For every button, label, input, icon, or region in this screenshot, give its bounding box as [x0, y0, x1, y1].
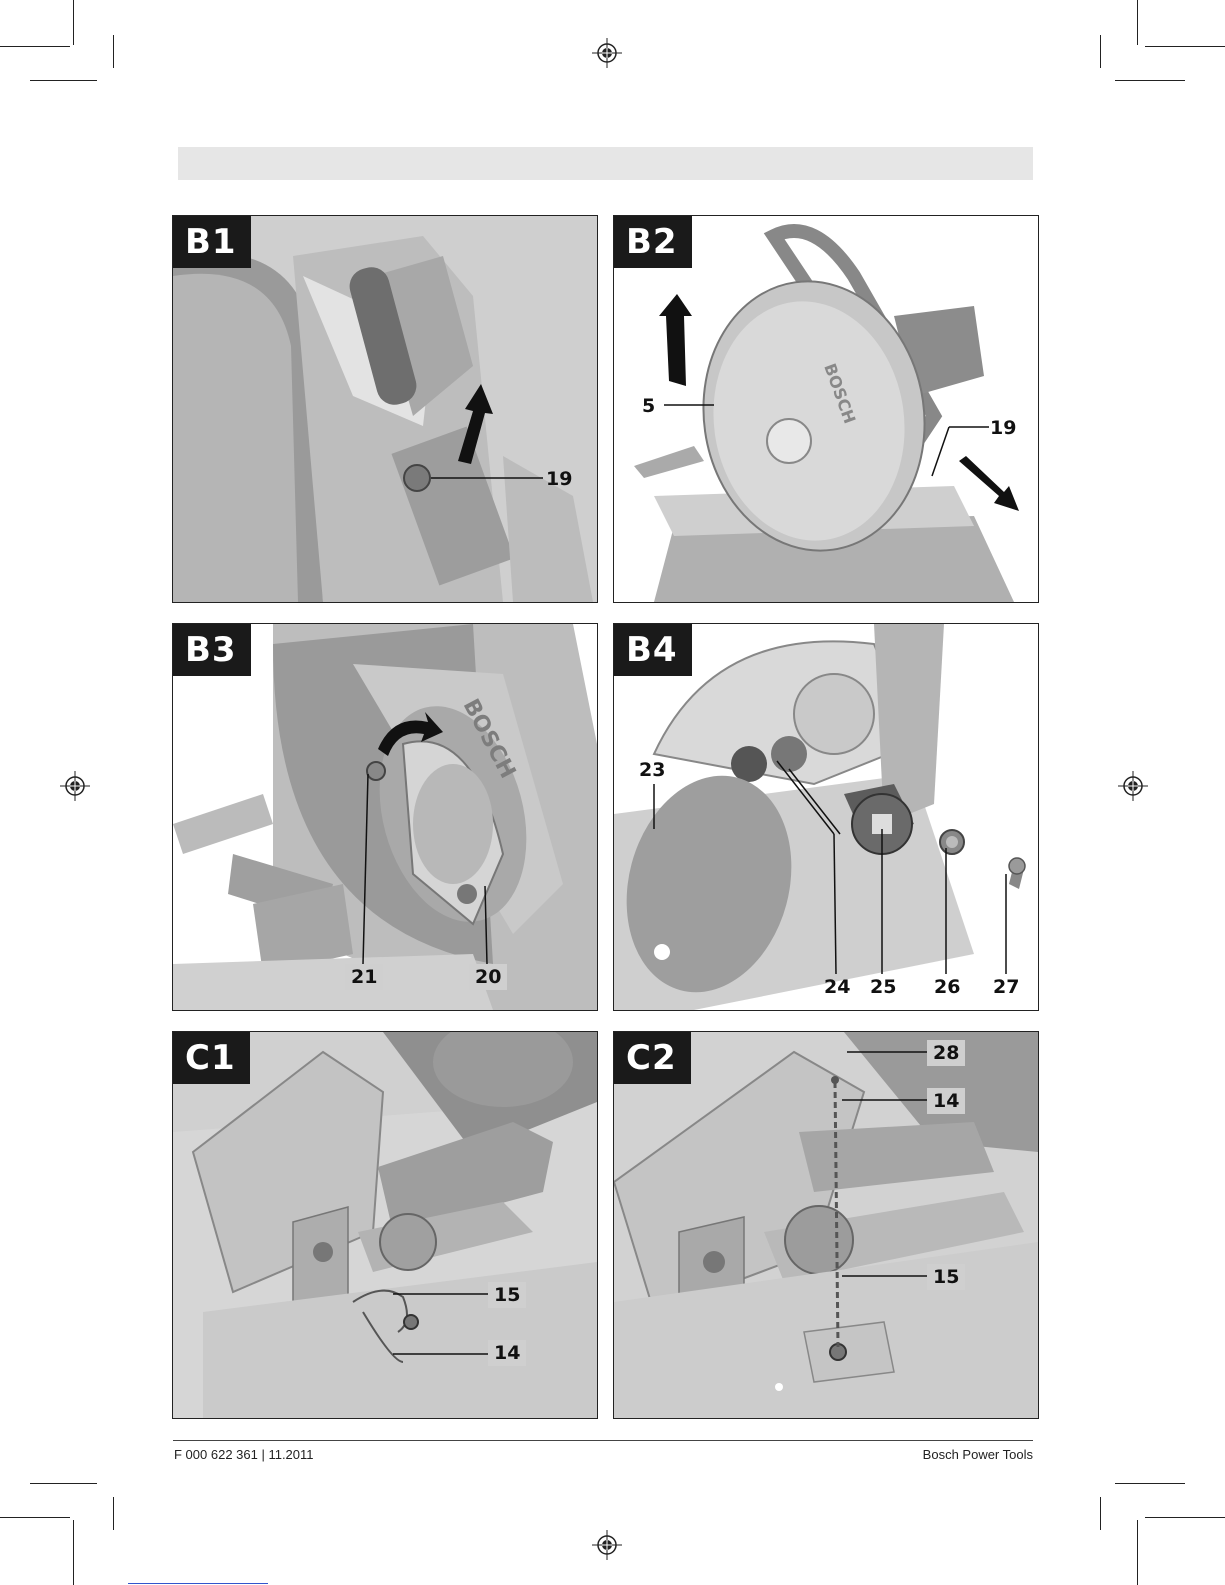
callout-26: 26 [934, 976, 960, 998]
figure-panel-b1: B1 19 [172, 215, 598, 603]
figure-panel-b2: BOSCH B2 5 19 [613, 215, 1039, 603]
callout-21: 21 [345, 964, 383, 990]
registration-mark-icon [592, 38, 622, 68]
panel-label: C1 [173, 1032, 250, 1084]
crop-mark [30, 80, 97, 81]
callout-14: 14 [927, 1088, 965, 1114]
callout-20: 20 [469, 964, 507, 990]
c1-illustration [173, 1032, 597, 1418]
crop-mark [1100, 1497, 1101, 1530]
crop-mark [30, 1483, 97, 1484]
crop-mark [1137, 0, 1138, 45]
footer-rule [173, 1440, 1033, 1441]
callout-19: 19 [546, 468, 572, 490]
crop-mark [0, 1517, 70, 1518]
panel-label: B2 [614, 216, 692, 268]
b3-illustration: BOSCH [173, 624, 597, 1010]
crop-mark [1145, 46, 1225, 47]
crop-mark [1115, 80, 1185, 81]
footer-brand: Bosch Power Tools [923, 1447, 1033, 1462]
callout-28: 28 [927, 1040, 965, 1066]
callout-14: 14 [488, 1340, 526, 1366]
figure-panel-c1: C1 15 14 [172, 1031, 598, 1419]
callout-19: 19 [990, 417, 1016, 439]
crop-mark [73, 0, 74, 45]
panel-label: B1 [173, 216, 251, 268]
link-underline [128, 1583, 268, 1584]
callout-24: 24 [824, 976, 850, 998]
callout-15: 15 [927, 1264, 965, 1290]
crop-mark [0, 46, 70, 47]
b4-illustration [614, 624, 1038, 1010]
crop-mark [1145, 1517, 1225, 1518]
callout-27: 27 [993, 976, 1019, 998]
c2-illustration [614, 1032, 1038, 1418]
b2-illustration: BOSCH [614, 216, 1038, 602]
crop-mark [113, 35, 114, 68]
registration-mark-icon [1118, 771, 1148, 801]
crop-mark [1137, 1520, 1138, 1585]
callout-15: 15 [488, 1282, 526, 1308]
footer-doc-number: F 000 622 361 | 11.2011 [174, 1447, 314, 1462]
panel-label: C2 [614, 1032, 691, 1084]
crop-mark [73, 1520, 74, 1585]
crop-mark [1100, 35, 1101, 68]
callout-23: 23 [639, 759, 665, 781]
figure-panel-b3: BOSCH B3 21 20 [172, 623, 598, 1011]
figure-panel-c2: C2 28 14 15 [613, 1031, 1039, 1419]
panel-label: B3 [173, 624, 251, 676]
panel-label: B4 [614, 624, 692, 676]
crop-mark [113, 1497, 114, 1530]
registration-mark-icon [60, 771, 90, 801]
b1-illustration [173, 216, 597, 602]
callout-5: 5 [642, 395, 655, 417]
registration-mark-icon [592, 1530, 622, 1560]
header-bar [178, 147, 1033, 180]
figure-panel-b4: B4 23 24 25 26 27 [613, 623, 1039, 1011]
callout-25: 25 [870, 976, 896, 998]
crop-mark [1115, 1483, 1185, 1484]
